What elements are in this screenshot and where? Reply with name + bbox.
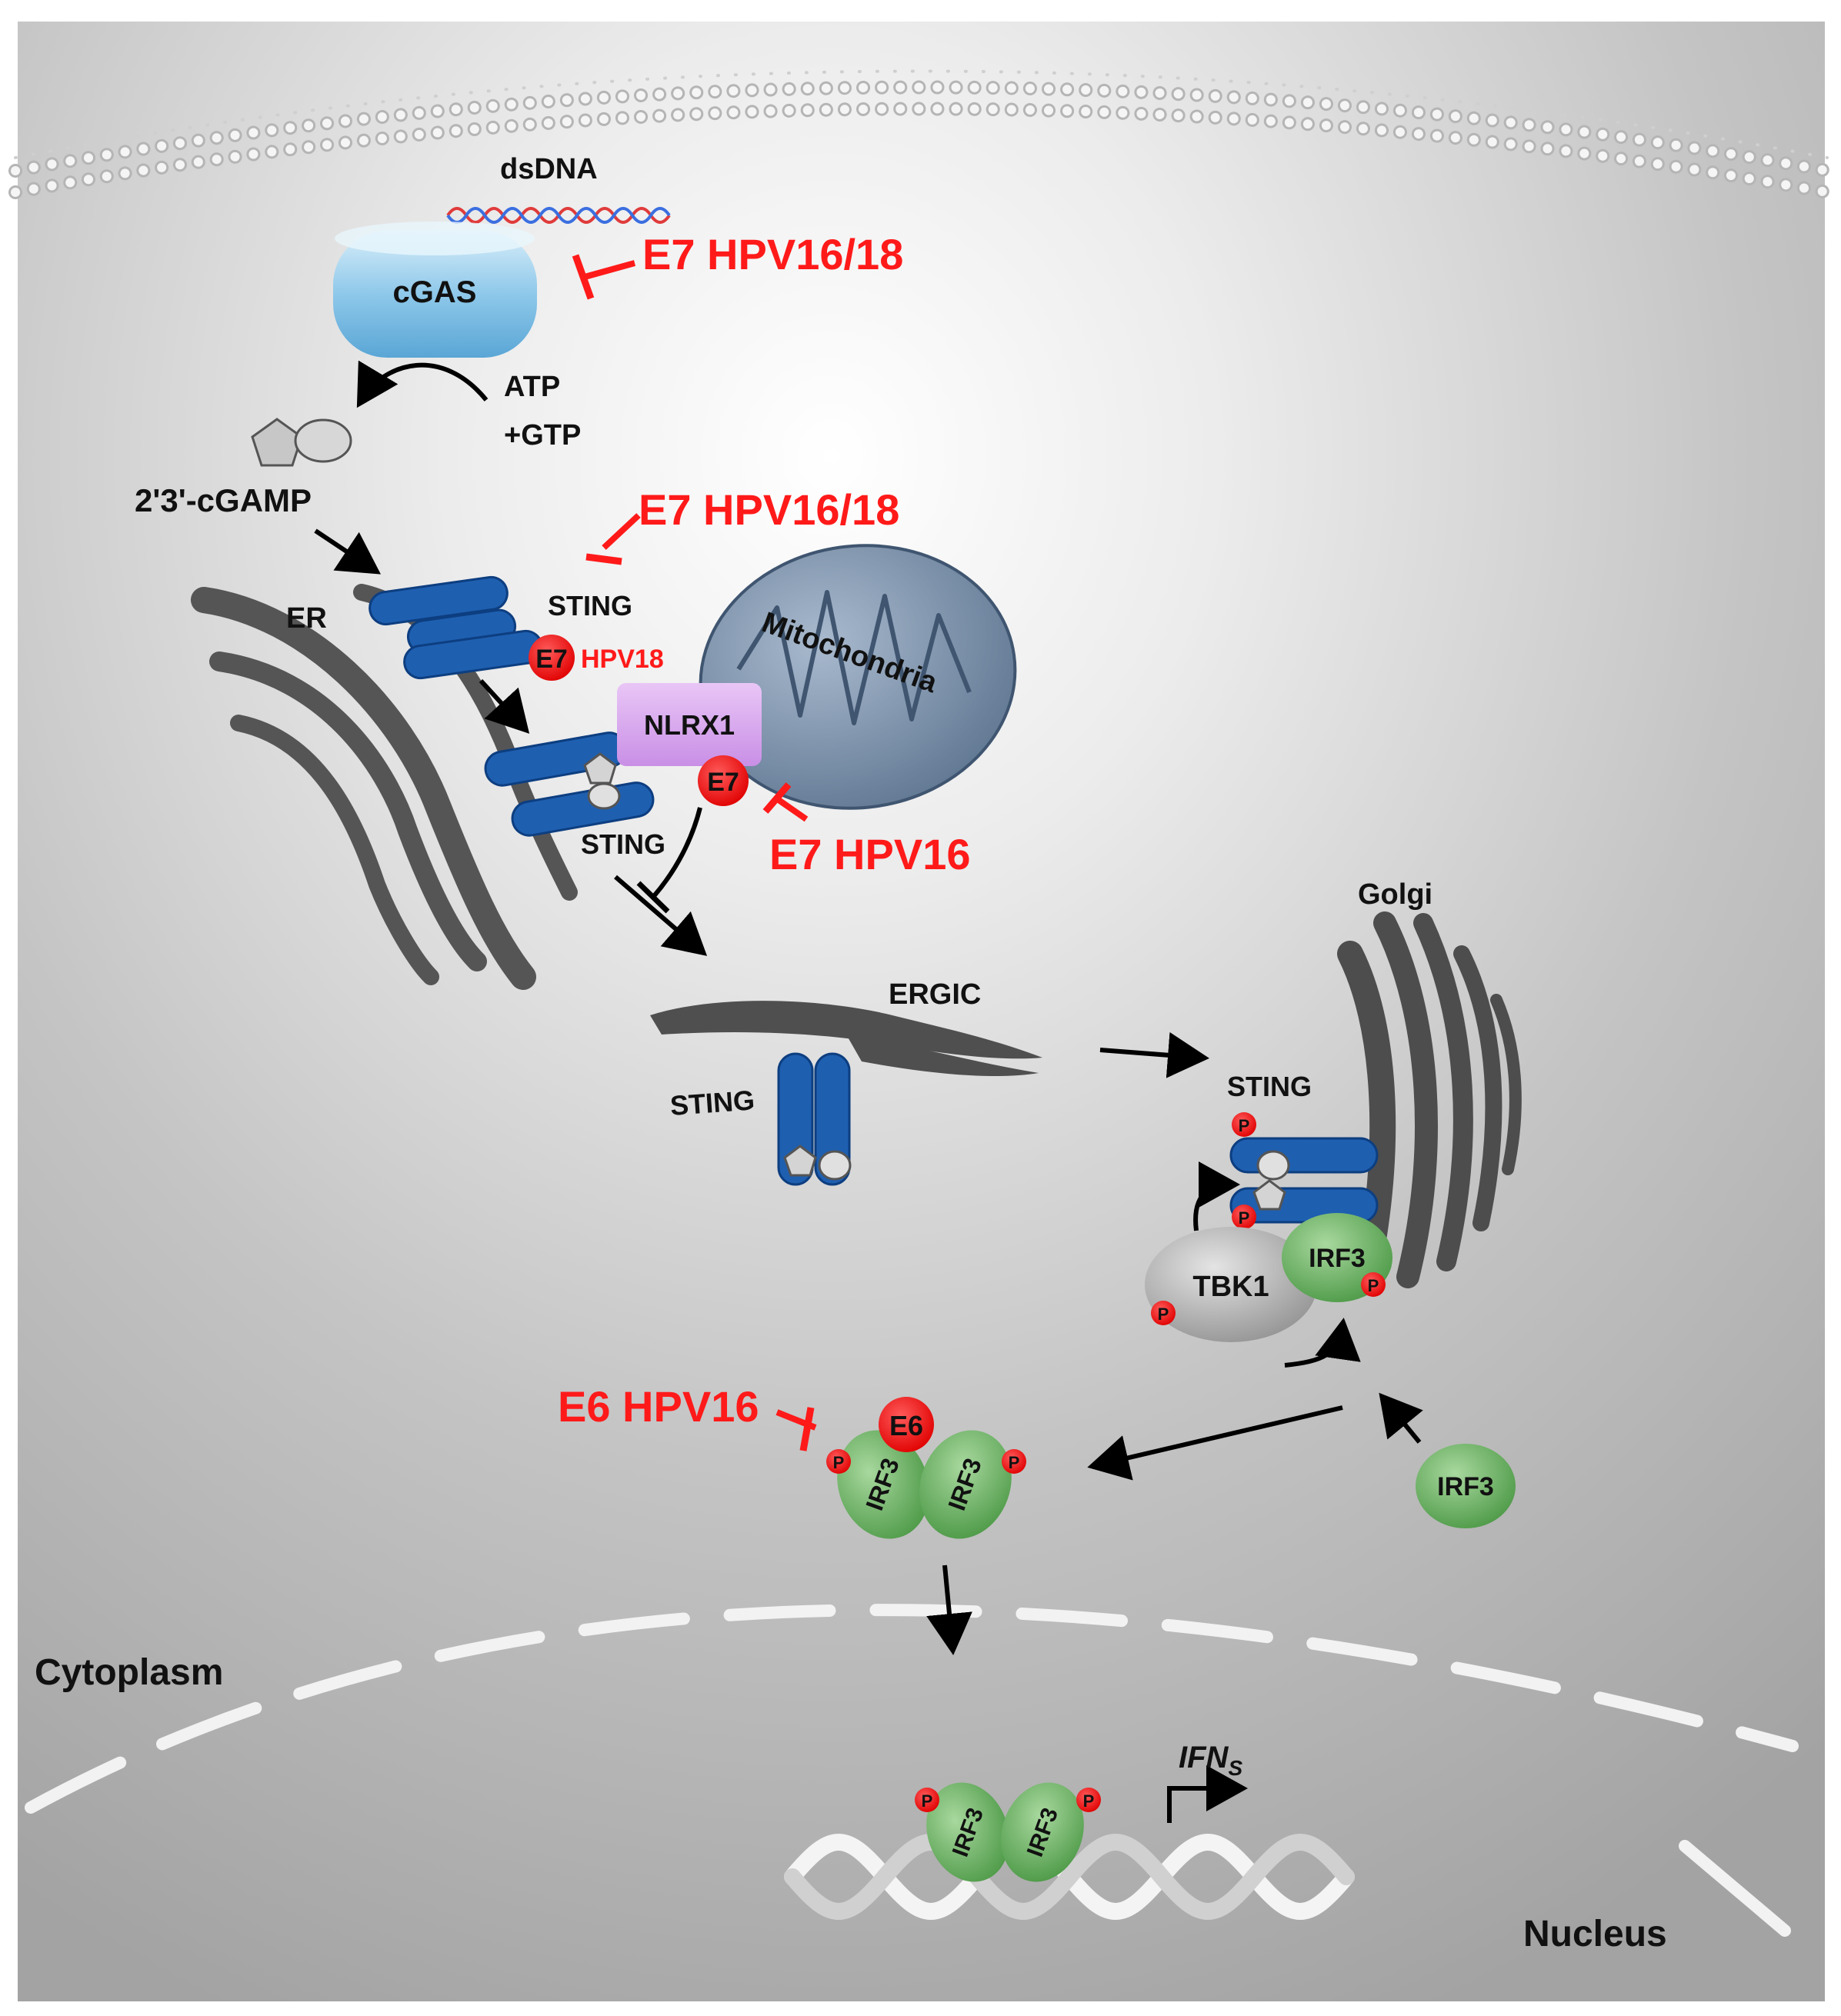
mitochondria	[699, 544, 1017, 810]
sting-er-bottom-label: STING	[581, 828, 665, 860]
er-to-ergic-arrow	[614, 875, 708, 956]
plasma-membrane	[8, 69, 1834, 199]
nucleus-label: Nucleus	[1523, 1914, 1667, 1954]
sting-phospho-top: P	[1232, 1112, 1256, 1137]
nlrx1-inhibition-curve	[652, 807, 702, 898]
svg-text:P: P	[1368, 1276, 1379, 1295]
irf3-free-to-golgi-arrow	[1379, 1392, 1423, 1444]
sting-activation-arrow	[479, 678, 530, 734]
irf3-recruitment-curve	[1284, 1318, 1361, 1368]
golgi-to-dimer-arrow	[1087, 1405, 1343, 1481]
irf3-free	[1416, 1444, 1516, 1528]
e7-nlrx1-label: E7	[707, 768, 739, 797]
sting-er-top-label: STING	[548, 590, 632, 621]
gtp-label: +GTP	[504, 419, 581, 452]
nuclear-envelope	[25, 1604, 1799, 1814]
e6-irf3-inhibition-symbol	[775, 1407, 817, 1451]
cgas-label: cGAS	[393, 275, 477, 309]
e7-hpv16-18-cgas-label: E7 HPV16/18	[642, 230, 903, 278]
dsdna-helix	[446, 207, 671, 224]
dimer-to-nucleus-arrow	[926, 1564, 972, 1655]
tbk1-to-sting-arrow	[1193, 1161, 1240, 1231]
cell-background	[15, 19, 1827, 2004]
e6-label: E6	[889, 1410, 923, 1441]
irf3-nuc-phospho-right: P	[1076, 1788, 1101, 1812]
sting-golgi-label: STING	[1227, 1071, 1312, 1102]
irf3-nuc-phospho-left: P	[915, 1788, 939, 1812]
sting-dimer-ergic	[777, 1052, 852, 1186]
svg-text:P: P	[1083, 1791, 1095, 1811]
sting-ergic-label: STING	[669, 1084, 756, 1121]
ergic-to-golgi-arrow	[1099, 1031, 1209, 1078]
svg-text:P: P	[833, 1453, 845, 1472]
e6-hpv16-protein	[879, 1397, 934, 1452]
irf3-dimer-cytoplasm	[837, 1430, 1012, 1539]
tbk1-label: TBK1	[1192, 1271, 1269, 1303]
er-label: ER	[286, 602, 327, 635]
nlrx1-label: NLRX1	[644, 709, 735, 741]
nlrx1-inhibition-bar	[636, 881, 670, 914]
svg-text:P: P	[1239, 1208, 1250, 1228]
irf3-golgi-phospho: P	[1361, 1272, 1386, 1297]
ifns-subscript: S	[1228, 1756, 1242, 1780]
nlrx1-protein	[617, 683, 762, 766]
irf3-golgi-label: IRF3	[1309, 1244, 1366, 1273]
cgas-protein	[333, 222, 537, 358]
e7-er-label: E7	[535, 645, 568, 674]
golgi-apparatus	[1337, 911, 1522, 1288]
e7-hpv16-protein	[698, 755, 749, 806]
cgamp-molecule	[251, 418, 352, 467]
e7-sting-inhibition-symbol	[585, 513, 641, 565]
sting-dimer-er-active	[484, 731, 655, 837]
transcription-arrow	[1167, 1765, 1248, 1823]
e7-hpv18-protein	[529, 635, 575, 681]
hpv18-er-label: HPV18	[581, 645, 664, 674]
sting-dimer-er-inactive	[369, 575, 543, 680]
svg-text:P: P	[1009, 1453, 1020, 1472]
irf3-dimer-nucleus	[926, 1782, 1084, 1882]
dsdna-label: dsDNA	[500, 153, 598, 185]
cgamp-to-er-arrow	[314, 528, 381, 575]
irf3-dimer-phospho-left: P	[826, 1449, 851, 1474]
irf3-free-label: IRF3	[1437, 1472, 1494, 1501]
e7-hpv16-18-sting-label: E7 HPV16/18	[639, 485, 899, 534]
cytoplasm-label: Cytoplasm	[35, 1652, 223, 1693]
golgi-label: Golgi	[1358, 878, 1432, 911]
e7-hpv16-nlrx1-label: E7 HPV16	[769, 830, 971, 878]
irf3-dimer-phospho-right: P	[1002, 1449, 1026, 1474]
e6-hpv16-label: E6 HPV16	[558, 1382, 759, 1431]
tbk1-kinase	[1145, 1227, 1317, 1342]
e7-cgas-inhibition-symbol	[572, 254, 636, 300]
ifns-label: IFNS	[1179, 1741, 1242, 1780]
svg-text:P: P	[1239, 1116, 1250, 1135]
ifns-main: IFN	[1179, 1741, 1229, 1774]
catalysis-arrow	[356, 360, 489, 408]
nuclear-envelope-segment	[1679, 1840, 1791, 1937]
cgamp-label: 2'3'-cGAMP	[135, 482, 312, 518]
ergic-organelle	[650, 1001, 1042, 1077]
genomic-dna	[784, 1834, 1355, 1920]
svg-text:P: P	[1158, 1305, 1169, 1324]
ergic-label: ERGIC	[889, 978, 981, 1011]
e7-nlrx1-inhibition-symbol	[762, 782, 809, 822]
tbk1-phospho: P	[1151, 1301, 1176, 1325]
sting-dimer-golgi	[1229, 1137, 1379, 1224]
atp-label: ATP	[504, 371, 560, 403]
sting-phospho-bottom: P	[1232, 1205, 1256, 1229]
svg-text:P: P	[922, 1791, 933, 1811]
cell-border	[13, 17, 1829, 2006]
